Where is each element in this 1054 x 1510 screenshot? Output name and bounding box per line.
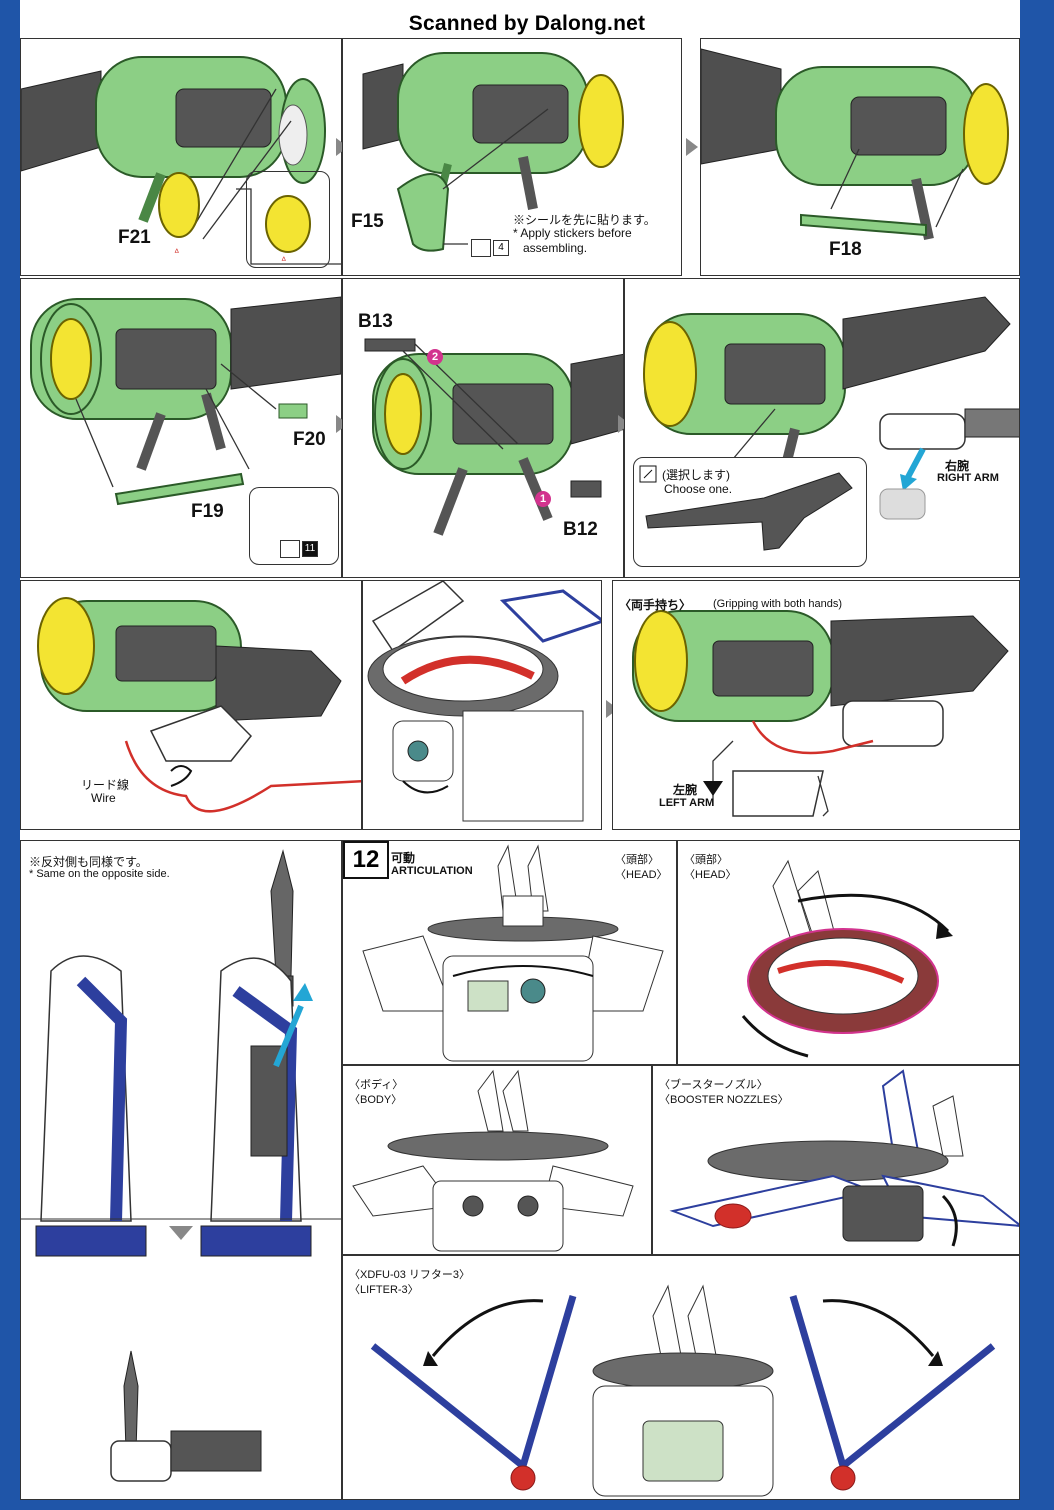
panel-step-2: F15 ※シールを先に貼ります。 * Apply stickers before… — [342, 38, 682, 276]
note-en: * Apply stickers before — [513, 226, 632, 240]
arm-label-en: LEFT ARM — [659, 797, 715, 809]
booster-label-jp: 〈ブースターノズル〉 — [659, 1079, 768, 1091]
panel-step-1: ᐞ ᐞ F21 — [20, 38, 342, 276]
launcher-illustration — [362, 52, 624, 252]
launcher-wire-illustration — [37, 597, 361, 813]
head-tilt-illustration — [741, 859, 953, 1058]
watermark: Scanned by Dalong.net — [408, 12, 646, 35]
sticker-ref: 11 — [280, 540, 318, 558]
panel-knife: ※反対側も同様です。 * Same on the opposite side. — [20, 840, 342, 1500]
launcher-illustration — [364, 338, 623, 536]
arm-label-en: RIGHT ARM — [937, 472, 999, 484]
articulation-jp: 可動 — [391, 851, 416, 865]
body-label-jp: 〈ボディ〉 — [349, 1079, 404, 1091]
wire-label-jp: リード線 — [81, 778, 130, 792]
panel-articulation-lifter: 〈XDFU-03 リフター3〉 〈LIFTER-3〉 — [342, 1255, 1020, 1500]
step-order-badge: 2 — [432, 351, 439, 363]
step-number: 12 — [343, 841, 389, 879]
panel-step-6: (選択します) Choose one. 右腕 RIGHT ARM — [624, 278, 1020, 578]
lifter-illustration — [370, 1284, 996, 1497]
detail-callout — [246, 171, 330, 268]
knife-illustration — [21, 849, 341, 1482]
arm-label-jp: 左腕 — [673, 783, 698, 797]
panel-step-7: リード線 Wire — [20, 580, 362, 830]
arm-label-jp: 右腕 — [945, 459, 970, 473]
two-hand-grip-illustration — [632, 610, 1009, 817]
part-label: F21 — [118, 227, 151, 248]
note-en: * Same on the opposite side. — [29, 868, 170, 880]
launcher-in-hand-illustration — [643, 296, 1019, 520]
panel-articulation-head-tilt: 〈頭部〉 〈HEAD〉 — [677, 840, 1020, 1065]
mech-head-illustration — [367, 581, 601, 822]
panel-step-5: B13 B12 2 1 — [342, 278, 624, 578]
note-jp: ※反対側も同様です。 — [29, 855, 148, 869]
head-label-jp: 〈頭部〉 — [684, 854, 728, 866]
head-label-en: 〈HEAD〉 — [615, 869, 668, 881]
choice-callout: (選択します) Choose one. — [633, 457, 867, 567]
panel-step-3: F18 — [700, 38, 1020, 276]
rifle-illustration — [639, 465, 853, 551]
head-front-illustration — [362, 844, 664, 1062]
sticker-number: 4 — [493, 240, 509, 256]
panel-articulation-booster: 〈ブースターノズル〉 〈BOOSTER NOZZLES〉 — [652, 1065, 1020, 1255]
body-label-en: 〈BODY〉 — [349, 1094, 403, 1106]
part-label: B13 — [358, 311, 393, 332]
note-en: assembling. — [523, 241, 588, 255]
body-illustration — [352, 1069, 634, 1252]
part-label: F18 — [829, 239, 862, 260]
sticker-ref: 4 — [471, 239, 509, 257]
booster-label-en: 〈BOOSTER NOZZLES〉 — [659, 1094, 789, 1106]
panel-step-8 — [362, 580, 602, 830]
articulation-en: ARTICULATION — [391, 865, 473, 877]
launcher-illustration — [701, 48, 1009, 241]
step-arrow — [169, 1226, 193, 1240]
detail-callout: 11 — [249, 487, 339, 565]
part-label: F20 — [293, 429, 326, 450]
part-label: B12 — [563, 519, 598, 540]
part-label: F19 — [191, 501, 224, 522]
launcher-illustration: ᐞ ᐞ — [21, 56, 341, 267]
svg-text:ᐞ: ᐞ — [281, 256, 286, 267]
head-label-en: 〈HEAD〉 — [684, 869, 737, 881]
lifter-label-jp: 〈XDFU-03 リフター3〉 — [349, 1269, 471, 1281]
step-order-badge: 1 — [540, 493, 547, 505]
panel-articulation-body: 〈ボディ〉 〈BODY〉 — [342, 1065, 652, 1255]
grip-label-jp: 〈両手持ち〉 — [619, 598, 692, 612]
booster-illustration — [669, 1069, 1019, 1247]
part-label: F15 — [351, 211, 384, 232]
note-jp: ※シールを先に貼ります。 — [513, 213, 656, 227]
choose-en: Choose one. — [664, 482, 733, 496]
grip-label-en: (Gripping with both hands) — [713, 598, 843, 610]
panel-articulation-head-front: 12 可動 ARTICULATION 〈頭部〉 〈HEAD〉 — [342, 840, 677, 1065]
sticker-icon — [280, 540, 300, 558]
svg-text:ᐞ: ᐞ — [174, 248, 179, 259]
pin-part-b13 — [364, 338, 416, 352]
choose-jp: (選択します) — [662, 468, 730, 482]
launcher-illustration — [30, 296, 341, 506]
sticker-number: 11 — [302, 541, 318, 557]
wire-label-en: Wire — [91, 791, 116, 805]
panel-step-9: 〈両手持ち〉 (Gripping with both hands) 左腕 LEF… — [612, 580, 1020, 830]
step-arrow — [686, 138, 698, 156]
head-label-jp: 〈頭部〉 — [615, 854, 659, 866]
lifter-label-en: 〈LIFTER-3〉 — [349, 1284, 419, 1296]
pin-part-b12 — [570, 480, 602, 498]
sticker-icon — [471, 239, 491, 257]
panel-step-4: F20 F19 11 — [20, 278, 342, 578]
